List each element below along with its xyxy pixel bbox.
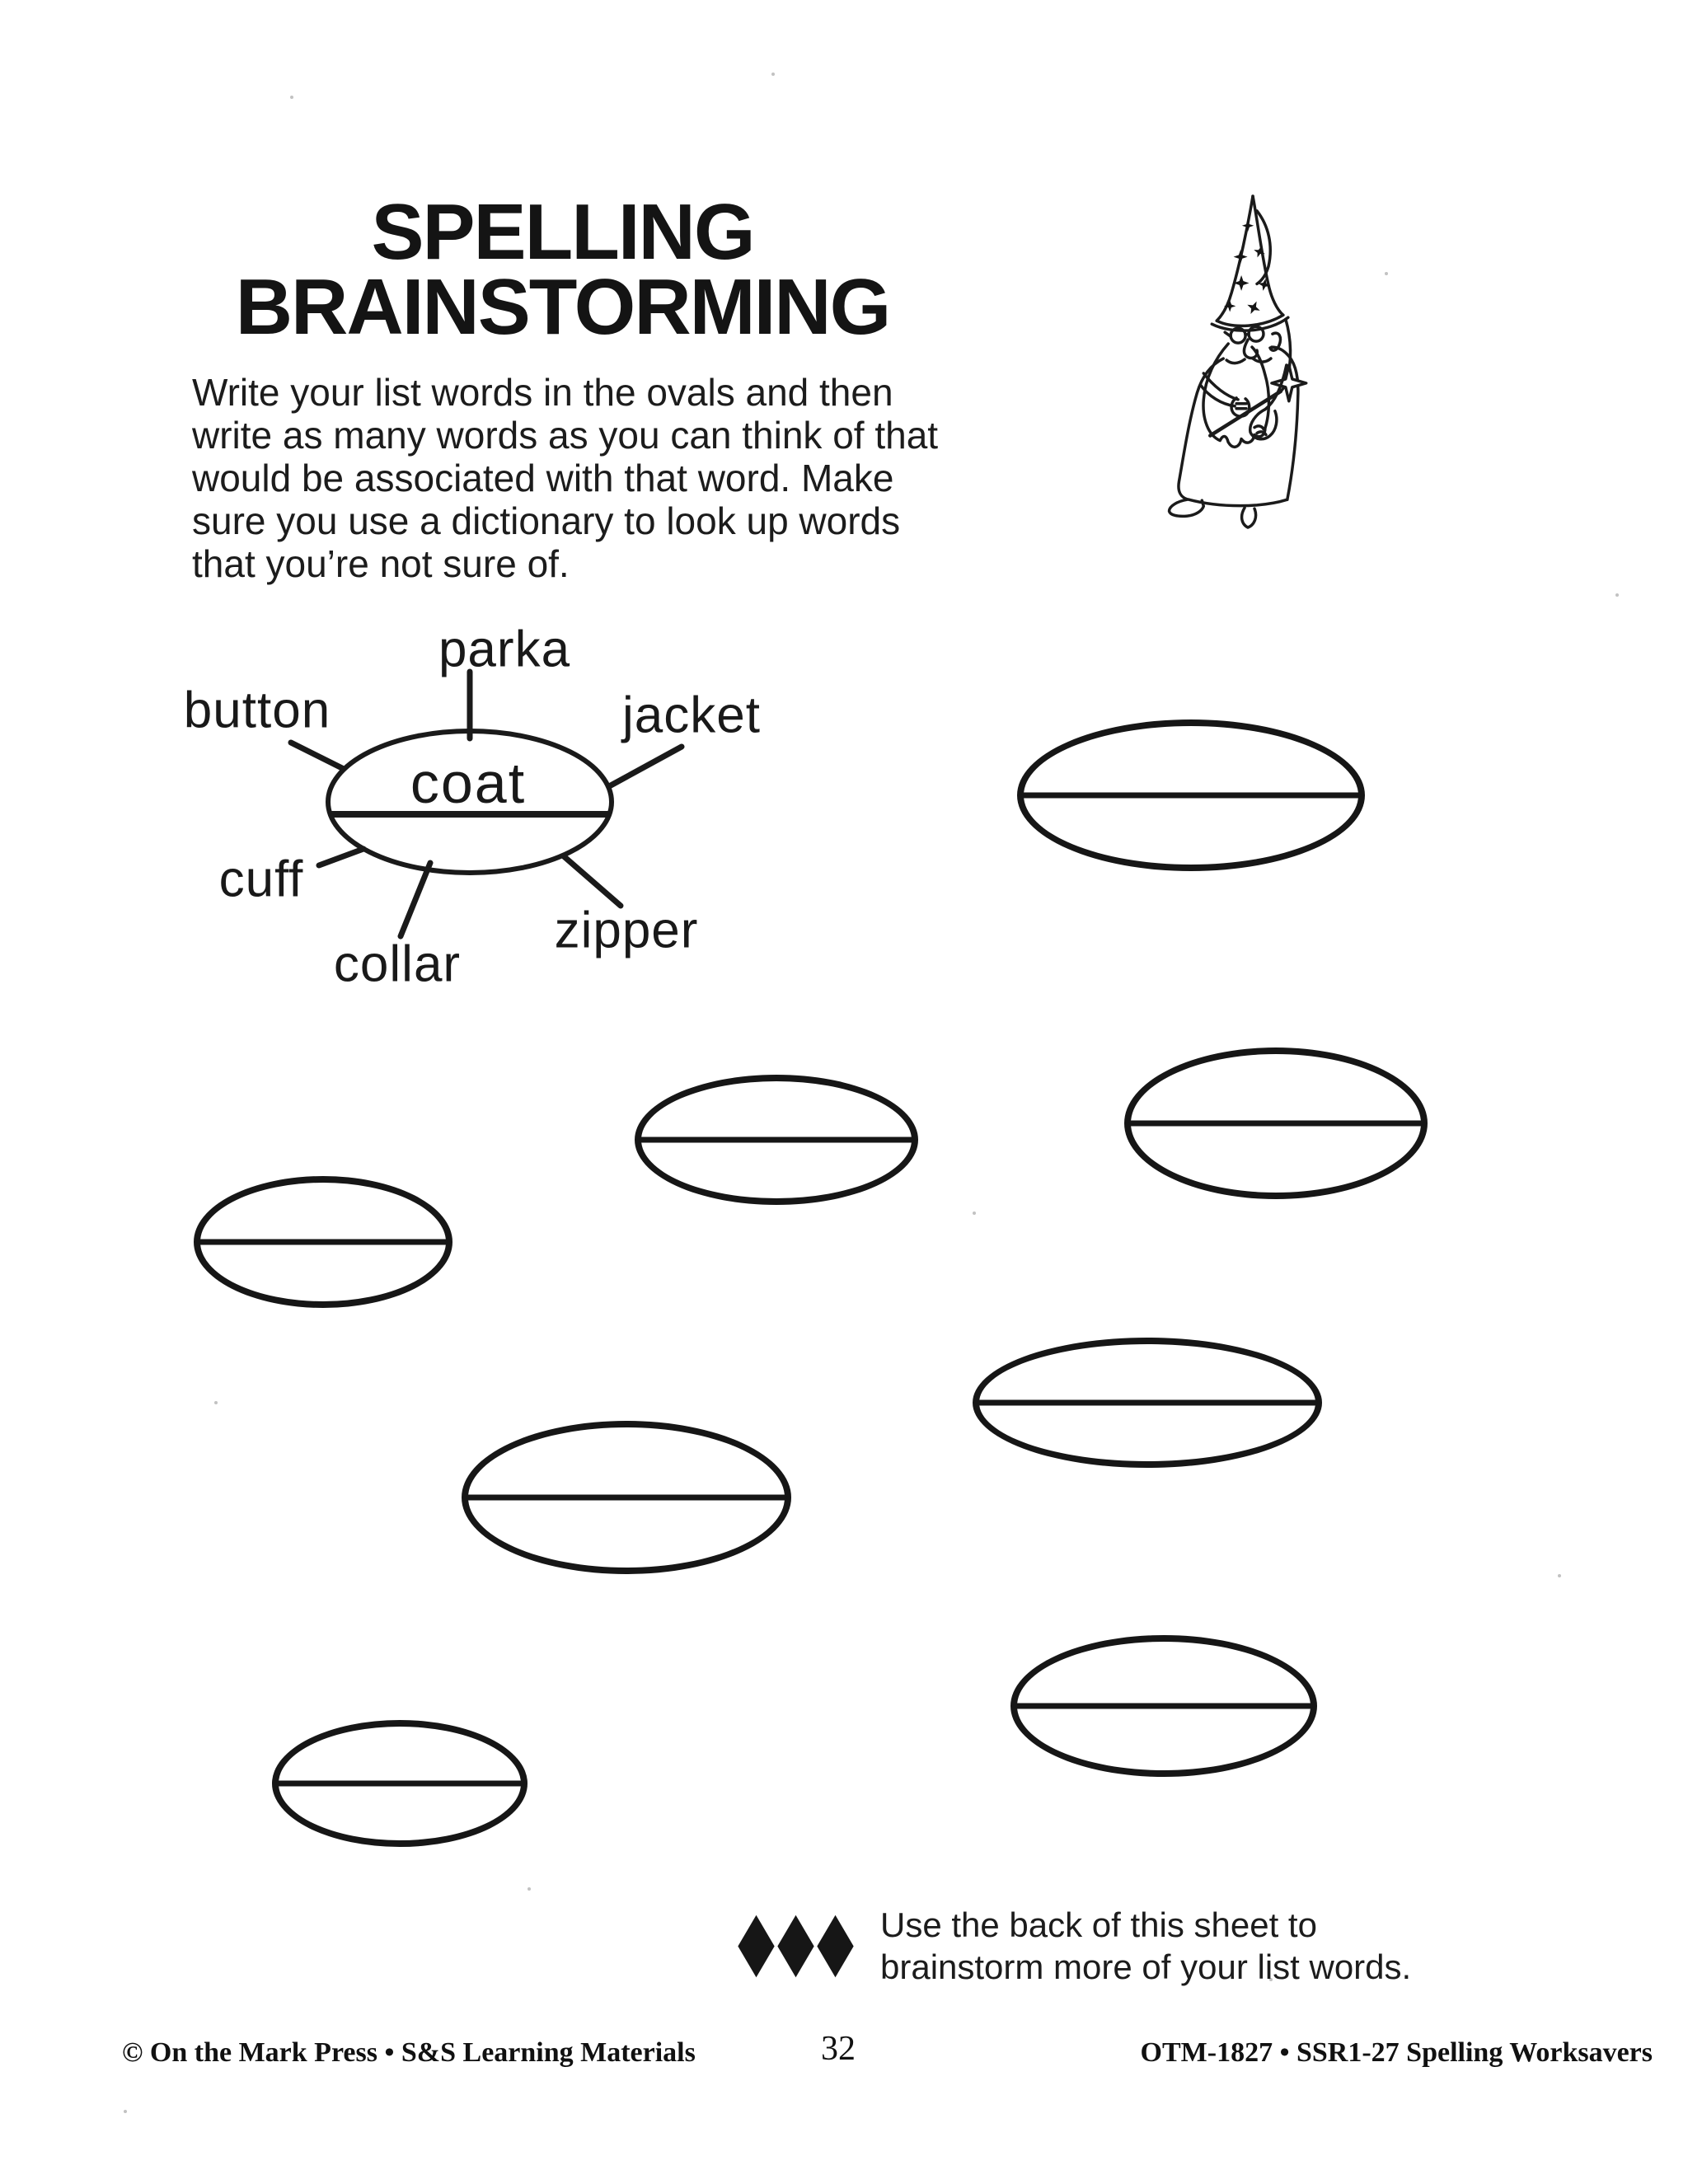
blank-oval-7 — [1010, 1635, 1317, 1777]
blank-oval-2 — [1124, 1047, 1428, 1199]
connector-cuff — [316, 846, 367, 869]
instructions-line: write as many words as you can think of … — [192, 414, 939, 457]
satellite-word-cuff: cuff — [218, 851, 304, 908]
instructions-line: Write your list words in the ovals and t… — [192, 371, 893, 414]
example-center-word: coat — [410, 751, 527, 815]
satellite-word-zipper: zipper — [554, 902, 699, 959]
connector-jacket — [607, 743, 685, 789]
instructions-line: that you’re not sure of. — [192, 542, 570, 585]
note-text: Use the back of this sheet to brainstorm… — [880, 1904, 1411, 1988]
blank-oval-1 — [1017, 719, 1365, 871]
note-line1: Use the back of this sheet to — [880, 1905, 1317, 1944]
instructions-line: sure you use a dictionary to look up wor… — [192, 499, 901, 542]
example-word-web: coat parka button jacket cuff collar zip… — [124, 610, 832, 1005]
paper-speckle — [214, 1401, 218, 1404]
connector-button — [288, 739, 347, 772]
page-title-line1: SPELLING — [371, 188, 755, 276]
paper-speckle — [1269, 1978, 1273, 1981]
blank-oval-8 — [272, 1720, 528, 1847]
paper-speckle — [771, 73, 775, 76]
wizard-illustration — [1154, 190, 1358, 534]
connector-zipper — [560, 853, 624, 909]
footer-page-number: 32 — [821, 2030, 856, 2068]
paper-speckle — [290, 96, 293, 99]
wizard-icon — [1167, 194, 1308, 529]
blank-oval-3 — [635, 1075, 918, 1205]
blank-oval-6 — [462, 1421, 791, 1574]
paper-speckle — [124, 2110, 127, 2113]
instructions-text: Write your list words in the ovals and t… — [192, 371, 1099, 585]
diamond-icon — [738, 1915, 775, 1977]
page-title: SPELLING BRAINSTORMING — [132, 188, 993, 351]
page-title-line2: BRAINSTORMING — [235, 263, 892, 351]
satellite-word-button: button — [183, 682, 331, 739]
blank-oval-4 — [194, 1176, 452, 1308]
connector-collar — [397, 860, 434, 940]
paper-speckle — [1385, 272, 1388, 275]
word-web-graphic — [288, 668, 685, 940]
satellite-word-parka: parka — [438, 621, 571, 678]
bottom-note: Use the back of this sheet to brainstorm… — [736, 1904, 1411, 1988]
paper-speckle — [528, 1887, 531, 1891]
instructions-line: would be associated with that word. Make — [192, 457, 894, 499]
diamond-icon — [817, 1915, 854, 1977]
footer-product-code: OTM-1827 • SSR1-27 Spelling Worksavers — [1140, 2037, 1653, 2068]
paper-speckle — [1558, 1574, 1561, 1577]
satellite-word-collar: collar — [333, 935, 462, 993]
blank-oval-5 — [973, 1338, 1322, 1468]
satellite-word-jacket: jacket — [622, 687, 761, 744]
diamond-icon — [777, 1915, 814, 1977]
note-line2: brainstorm more of your list words. — [880, 1947, 1412, 1986]
three-diamonds-icon — [736, 1915, 856, 1977]
paper-speckle — [973, 1212, 976, 1215]
paper-speckle — [1615, 593, 1619, 597]
footer-publisher: © On the Mark Press • S&S Learning Mater… — [122, 2037, 696, 2068]
